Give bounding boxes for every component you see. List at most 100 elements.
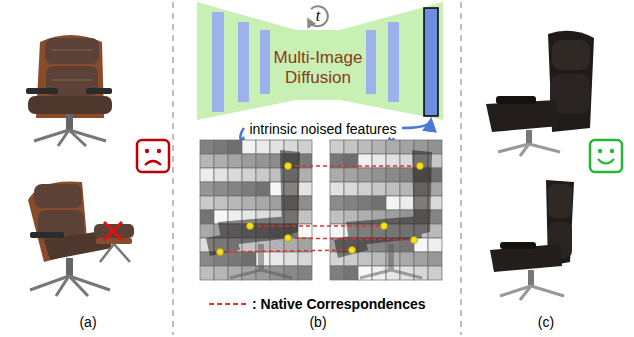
chair-photo xyxy=(86,88,112,94)
chair-photo xyxy=(520,144,529,156)
block-title: Multi-Image Diffusion xyxy=(262,48,374,87)
feature-cell xyxy=(228,140,242,154)
correspondence-line xyxy=(288,238,414,240)
cross-mark xyxy=(104,222,122,240)
feature-cell xyxy=(358,140,372,154)
sad-face xyxy=(137,140,169,172)
feature-arrow xyxy=(402,120,431,128)
chair-photo xyxy=(56,276,69,296)
feature-cell xyxy=(344,266,358,280)
chair-photo xyxy=(66,258,73,276)
chair-photo xyxy=(66,114,73,130)
chair-overlay xyxy=(206,150,300,278)
chair-photo xyxy=(500,242,536,249)
chair-overlay xyxy=(391,270,422,278)
feature-cell xyxy=(330,210,344,224)
feature-cell xyxy=(242,182,256,196)
chair-photo xyxy=(114,244,130,262)
feature-cell xyxy=(200,196,214,210)
chair-overlay xyxy=(230,270,261,278)
chair-photo xyxy=(30,232,64,238)
feature-cell xyxy=(330,266,344,280)
unet-shape xyxy=(197,2,443,120)
feature-cell xyxy=(358,182,372,196)
feature-cell xyxy=(298,252,312,266)
model-block: Multi-Image Diffusion xyxy=(262,48,374,87)
feature-cell xyxy=(298,168,312,182)
feature-cell xyxy=(284,252,298,266)
chair-photo xyxy=(96,238,132,244)
sad-face xyxy=(137,140,169,172)
feature-cell xyxy=(200,154,214,168)
happy-face xyxy=(590,140,622,172)
feature-cell xyxy=(200,182,214,196)
chair-photo xyxy=(34,184,82,208)
feature-cell xyxy=(298,182,312,196)
feature-cell xyxy=(256,154,270,168)
happy-face xyxy=(598,159,614,164)
chair-photo xyxy=(531,286,564,296)
feature-cell xyxy=(428,266,442,280)
chair-photo xyxy=(52,49,92,51)
feature-cell xyxy=(242,168,256,182)
feature-cell xyxy=(400,140,414,154)
feature-cell xyxy=(228,182,242,196)
correspondence-dot xyxy=(217,163,424,256)
chair-overlay xyxy=(334,232,368,258)
chair-photo xyxy=(486,31,594,156)
correspondence-dot xyxy=(417,163,424,170)
legend-sample xyxy=(208,299,248,309)
correspondence-dot xyxy=(349,247,356,254)
feature-cell xyxy=(214,266,228,280)
unet-shape xyxy=(260,30,270,94)
sad-face xyxy=(145,149,149,153)
feature-cell xyxy=(214,154,228,168)
feature-cell xyxy=(344,140,358,154)
feature-cell xyxy=(256,196,270,210)
feature-cell xyxy=(386,196,400,210)
feature-cell xyxy=(214,196,228,210)
feature-cell xyxy=(298,266,312,280)
feature-cell xyxy=(228,154,242,168)
feature-label: intrinsic noised features xyxy=(249,121,396,137)
feature-cell xyxy=(330,196,344,210)
feature-cell xyxy=(400,182,414,196)
correspondence-line xyxy=(288,165,420,167)
feature-cell xyxy=(400,168,414,182)
chair-photo xyxy=(486,100,560,132)
chair-photo xyxy=(58,130,69,146)
unet-shape xyxy=(238,22,249,102)
chair-photo xyxy=(52,79,92,81)
chair-photo xyxy=(496,96,536,104)
feature-cell xyxy=(298,196,312,210)
chair-photo xyxy=(548,184,572,218)
unet-shape xyxy=(366,30,376,94)
correspondence-line xyxy=(250,225,384,227)
feature-cell xyxy=(372,168,386,182)
feature-cell xyxy=(428,252,442,266)
chair-photo xyxy=(69,276,88,296)
unet-shape xyxy=(388,22,399,102)
chair-photo xyxy=(526,130,532,144)
feature-cell xyxy=(372,196,386,210)
unet-shape xyxy=(212,12,224,112)
feature-cell xyxy=(330,168,344,182)
cross-mark xyxy=(104,222,122,240)
feature-cell xyxy=(214,182,228,196)
chair-photo xyxy=(69,130,86,146)
legend-line xyxy=(209,303,247,305)
panel-label: (b) xyxy=(309,314,326,330)
correspondence-dot xyxy=(381,223,388,230)
chair-photo xyxy=(100,244,114,262)
feature-grid xyxy=(200,140,442,280)
legend-text: : Native Correspondences xyxy=(252,296,426,312)
panel-separator xyxy=(172,2,174,335)
chair-photo xyxy=(552,40,590,70)
panel-separator xyxy=(173,2,461,335)
feature-cell xyxy=(200,168,214,182)
chair-photo xyxy=(26,35,112,146)
feature-cell xyxy=(200,210,214,224)
feature-cell xyxy=(214,140,228,154)
chair-photo xyxy=(45,38,99,64)
feature-cell xyxy=(414,252,428,266)
